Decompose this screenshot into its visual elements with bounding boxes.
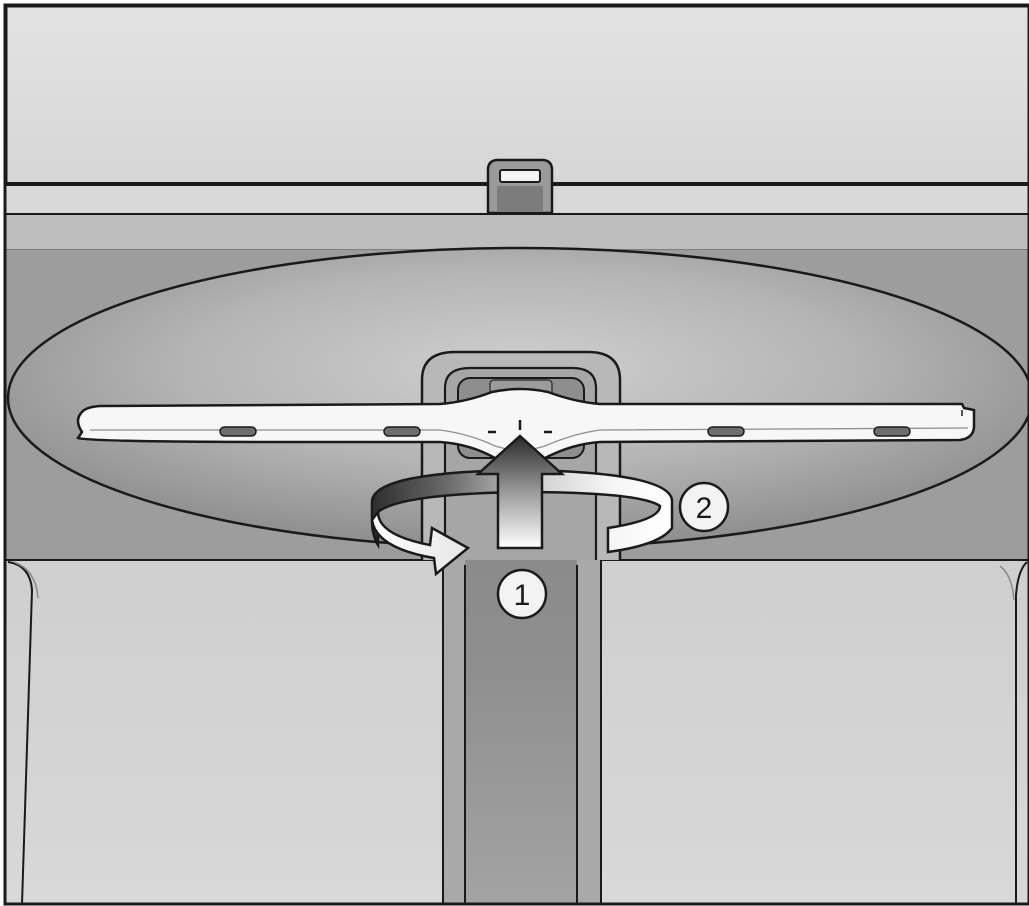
nozzle-slot xyxy=(874,427,910,436)
step-1-callout: 1 xyxy=(498,570,546,618)
nozzle-slot xyxy=(220,427,256,436)
step-2-callout: 2 xyxy=(680,483,728,531)
lower-right-panel xyxy=(600,560,1029,904)
step-1-number: 1 xyxy=(514,579,531,612)
upper-wall xyxy=(6,6,1029,184)
nozzle-slot xyxy=(708,427,744,436)
back-panel xyxy=(6,215,1029,250)
nozzle-slot xyxy=(384,427,420,436)
rail-clip xyxy=(488,160,552,213)
step-2-number: 2 xyxy=(696,492,713,525)
lower-left-panel xyxy=(6,560,445,904)
